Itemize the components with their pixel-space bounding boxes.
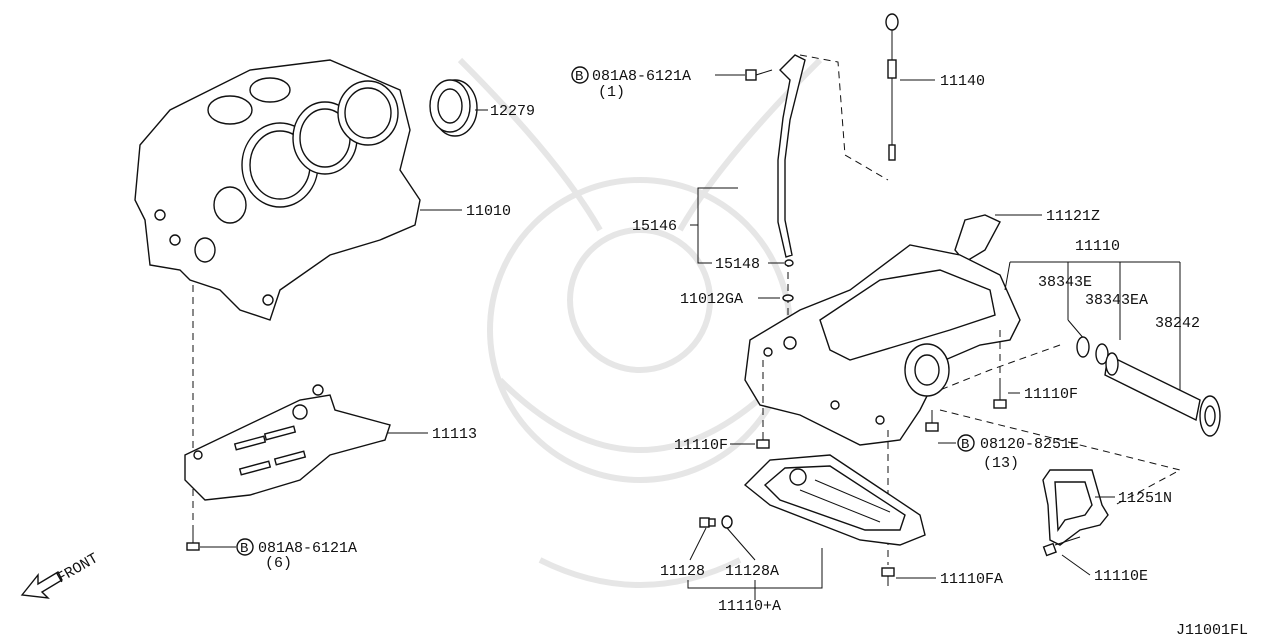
upper-oil-pan-11110[interactable] — [744, 244, 1021, 446]
cylinder-block-11010[interactable] — [134, 59, 421, 321]
part-label-38343E[interactable]: 38343E — [1038, 274, 1092, 291]
bolt-symbol-bottom: B — [236, 538, 254, 557]
leader-11128A — [726, 527, 756, 561]
lower-oil-pan[interactable] — [743, 454, 926, 546]
part-label-081A8-top[interactable]: 081A8-6121A — [592, 68, 691, 85]
baffle-plate-11113[interactable] — [184, 384, 391, 501]
leader-11128 — [689, 527, 707, 561]
part-label-11010[interactable]: 11010 — [466, 203, 511, 220]
part-label-15148[interactable]: 15148 — [715, 256, 760, 273]
tube-38242[interactable] — [1104, 352, 1221, 437]
part-label-11012GA[interactable]: 11012GA — [680, 291, 743, 308]
part-label-081A8-bottom[interactable]: 081A8-6121A — [258, 540, 357, 557]
part-label-11110A[interactable]: 11110+A — [718, 598, 781, 615]
part-label-11110F-right[interactable]: 11110F — [1024, 386, 1078, 403]
bolt-081A8-top[interactable] — [745, 69, 773, 81]
gasket-11251N[interactable] — [1042, 469, 1109, 546]
bolt-symbol-top: B — [571, 66, 589, 85]
part-label-11110F-left[interactable]: 11110F — [674, 437, 728, 454]
part-qty-08120: (13) — [983, 455, 1019, 472]
svg-text:B: B — [240, 541, 248, 557]
o-ring-15148[interactable] — [784, 259, 794, 267]
front-arrow-icon — [20, 571, 63, 599]
part-label-11110[interactable]: 11110 — [1075, 238, 1120, 255]
oil-seal-12279[interactable] — [429, 79, 478, 137]
part-label-11121Z[interactable]: 11121Z — [1046, 208, 1100, 225]
bolt-11110F-left[interactable] — [756, 432, 770, 449]
svg-text:B: B — [961, 437, 969, 453]
part-qty-081A8-bottom: (6) — [265, 555, 292, 572]
watermark-emblem — [457, 57, 823, 588]
bolt-11110E[interactable] — [1042, 536, 1081, 557]
leader-11110E — [1061, 554, 1091, 576]
part-label-11110E[interactable]: 11110E — [1094, 568, 1148, 585]
part-label-15146[interactable]: 15146 — [632, 218, 677, 235]
part-label-12279[interactable]: 12279 — [490, 103, 535, 120]
dash-line-gauge — [799, 54, 889, 181]
part-label-08120[interactable]: 08120-8251E — [980, 436, 1079, 453]
bolt-11110FA[interactable] — [881, 567, 895, 586]
o-ring-38343EA[interactable] — [1095, 343, 1109, 365]
drain-plug-11128[interactable] — [699, 517, 716, 528]
bolt-08120[interactable] — [925, 410, 939, 432]
part-label-11128[interactable]: 11128 — [660, 563, 705, 580]
gauge-guide-15146[interactable] — [777, 54, 806, 258]
bolt-symbol-08120: B — [957, 434, 975, 453]
washer-11128A[interactable] — [721, 515, 733, 529]
part-qty-081A8-top: (1) — [598, 84, 625, 101]
o-ring-38343E[interactable] — [1076, 336, 1090, 358]
part-label-38242[interactable]: 38242 — [1155, 315, 1200, 332]
dash-line-pan-tube — [939, 344, 1061, 391]
part-label-38343EA[interactable]: 38343EA — [1085, 292, 1148, 309]
bolt-11110F-right[interactable] — [993, 385, 1007, 409]
svg-text:B: B — [575, 69, 583, 85]
part-label-11110FA[interactable]: 11110FA — [940, 571, 1003, 588]
part-label-11113[interactable]: 11113 — [432, 426, 477, 443]
front-label: FRONT — [54, 550, 101, 587]
diagram-code: J11001FL — [1176, 622, 1248, 639]
part-label-11251N[interactable]: 11251N — [1118, 490, 1172, 507]
oil-level-gauge-11140[interactable] — [885, 13, 899, 161]
part-label-11140[interactable]: 11140 — [940, 73, 985, 90]
bolt-081A8-bottom[interactable] — [186, 530, 200, 551]
leader-11110 — [1004, 261, 1011, 291]
part-label-11128A[interactable]: 11128A — [725, 563, 779, 580]
washer-11012GA[interactable] — [782, 294, 794, 302]
